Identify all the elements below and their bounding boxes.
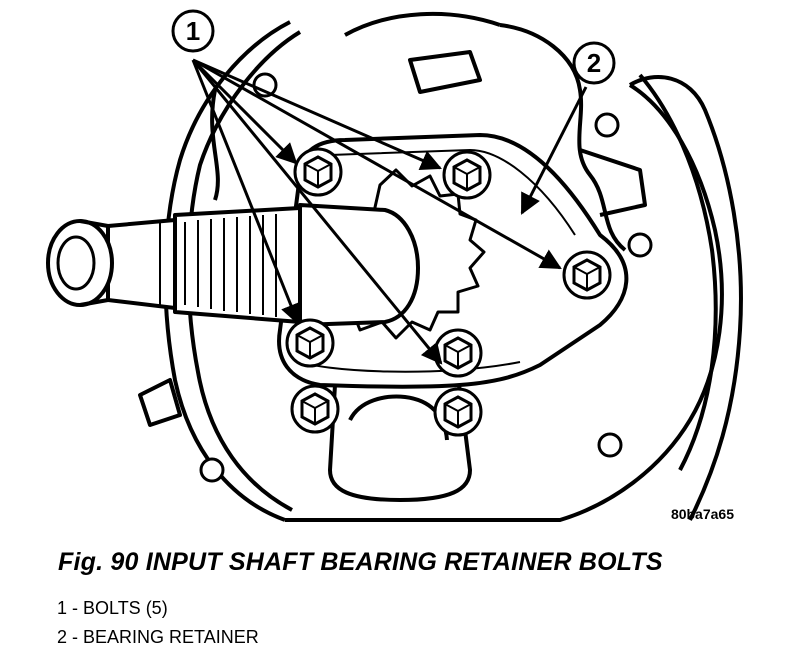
bolt-right [562, 250, 612, 300]
legend: 1 - BOLTS (5) 2 - BEARING RETAINER [57, 594, 259, 652]
figure-caption: Fig. 90 INPUT SHAFT BEARING RETAINER BOL… [58, 548, 663, 576]
bolt-lower-right [433, 328, 483, 378]
bolt-lower-left [285, 318, 335, 368]
image-code: 80ba7a65 [671, 506, 734, 522]
exploded-diagram: 1 2 80ba7a65 [46, 9, 743, 522]
housing-studs [199, 72, 653, 483]
callout-1-number: 1 [186, 16, 200, 46]
callout-2-number: 2 [587, 48, 601, 78]
bolt-upper-right [442, 150, 492, 200]
callout-1: 1 [171, 9, 215, 53]
legend-item-bearing-retainer: 2 - BEARING RETAINER [57, 627, 259, 647]
bolt-upper-left [293, 147, 343, 197]
callout-2: 2 [572, 41, 616, 85]
callout-2-leader [520, 86, 588, 215]
callout-1-leaders [191, 58, 562, 365]
legend-item-bolts: 1 - BOLTS (5) [57, 598, 168, 618]
